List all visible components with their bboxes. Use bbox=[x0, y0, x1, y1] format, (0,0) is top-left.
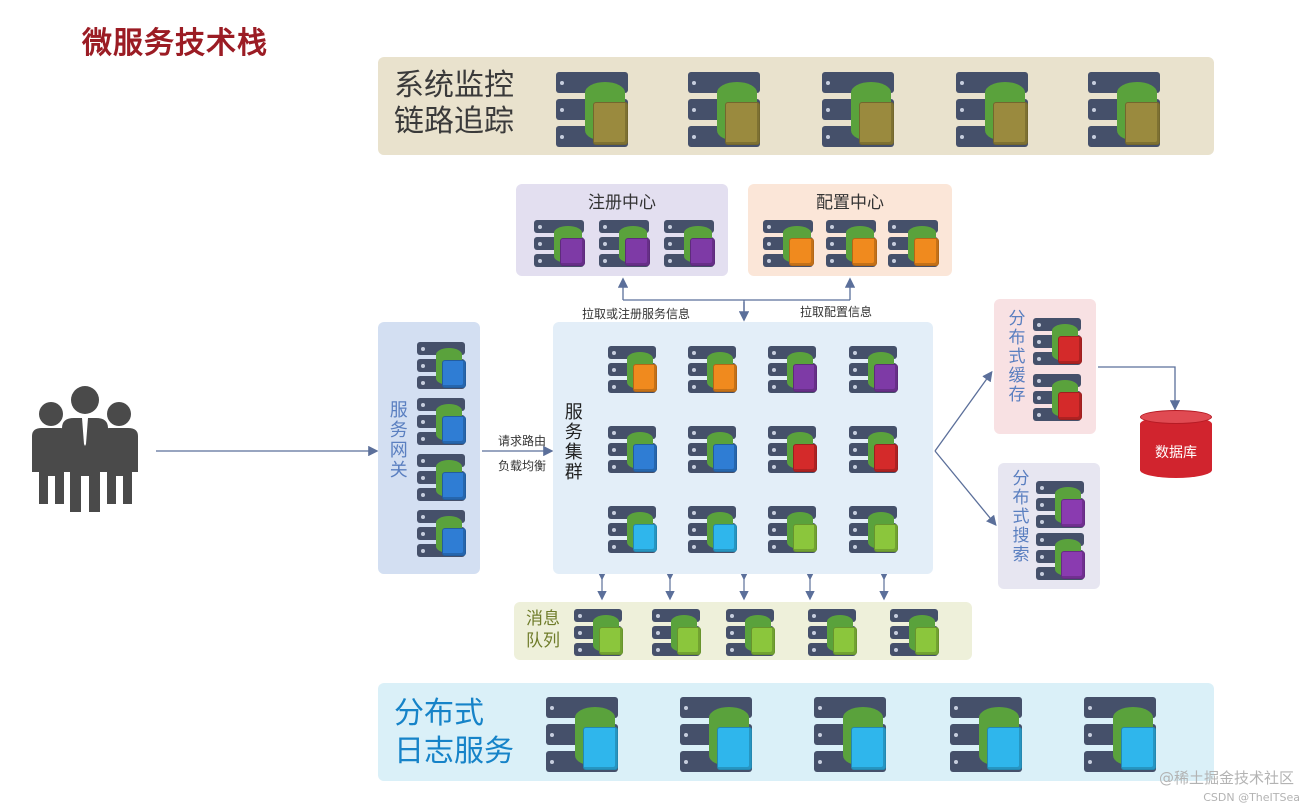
registry-server-icon bbox=[534, 220, 585, 267]
registry-server-icon bbox=[664, 220, 715, 267]
cache-title: 分布式缓存 bbox=[1004, 309, 1025, 404]
monitor-title-line2: 链路追踪 bbox=[394, 104, 514, 139]
log-server-icon bbox=[1084, 697, 1156, 772]
config-title: 配置中心 bbox=[816, 193, 884, 213]
monitoring-panel: 系统监控 链路追踪 bbox=[378, 57, 1214, 155]
cluster-server-icon bbox=[688, 426, 737, 473]
registry-title: 注册中心 bbox=[588, 193, 656, 213]
cluster-server-icon bbox=[768, 426, 817, 473]
config-server-icon bbox=[763, 220, 814, 267]
monitor-server-icon bbox=[556, 72, 628, 147]
route-label: 请求路由 bbox=[498, 434, 547, 448]
cluster-server-icon bbox=[688, 346, 737, 393]
load-balance-label: 负载均衡 bbox=[498, 459, 547, 473]
pull-config-label: 拉取配置信息 bbox=[800, 305, 873, 319]
log-title-line2: 日志服务 bbox=[394, 734, 514, 769]
cache-to-database-arrow bbox=[1098, 366, 1181, 411]
cache-server-icon bbox=[1033, 374, 1082, 421]
mq-server-icon bbox=[726, 609, 775, 656]
cluster-title: 服务集群 bbox=[561, 402, 583, 482]
cluster-to-registry-config-arrows bbox=[617, 277, 856, 322]
cluster-to-search-arrow bbox=[934, 450, 997, 527]
monitor-server-icon bbox=[1088, 72, 1160, 147]
cluster-server-icon bbox=[768, 346, 817, 393]
gateway-server-icon bbox=[417, 398, 466, 445]
cluster-server-icon bbox=[768, 506, 817, 553]
monitor-server-icon bbox=[688, 72, 760, 147]
page-title: 微服务技术栈 bbox=[82, 26, 268, 61]
gateway-server-icon bbox=[417, 454, 466, 501]
mq-server-icon bbox=[890, 609, 939, 656]
cluster-to-cache-arrow bbox=[934, 370, 993, 452]
users-icon bbox=[32, 386, 138, 512]
csdn-credit: CSDN @TheITSea bbox=[1203, 791, 1300, 804]
gateway-server-icon bbox=[417, 342, 466, 389]
mq-title: 消息队列 bbox=[526, 609, 560, 652]
monitor-server-icon bbox=[822, 72, 894, 147]
cache-server-icon bbox=[1033, 318, 1082, 365]
config-server-icon bbox=[888, 220, 939, 267]
gateway-server-icon bbox=[417, 510, 466, 557]
mq-server-icon bbox=[652, 609, 701, 656]
logging-panel: 分布式 日志服务 bbox=[378, 683, 1214, 781]
log-server-icon bbox=[814, 697, 886, 772]
cluster-server-icon bbox=[849, 426, 898, 473]
monitor-title-line1: 系统监控 bbox=[394, 68, 514, 103]
search-title: 分布式搜索 bbox=[1008, 469, 1029, 564]
config-server-icon bbox=[826, 220, 877, 267]
cluster-server-icon bbox=[608, 426, 657, 473]
log-title-line1: 分布式 bbox=[394, 696, 484, 731]
monitor-server-icon bbox=[956, 72, 1028, 147]
search-server-icon bbox=[1036, 481, 1085, 528]
cluster-server-icon bbox=[849, 346, 898, 393]
gateway-title: 服务网关 bbox=[386, 400, 408, 480]
cluster-server-icon bbox=[849, 506, 898, 553]
cluster-server-icon bbox=[608, 346, 657, 393]
watermark-text: @稀土掘金技术社区 bbox=[1158, 769, 1294, 787]
mq-server-icon bbox=[574, 609, 623, 656]
database-label: 数据库 bbox=[1155, 445, 1197, 461]
cluster-to-mq-arrows bbox=[597, 570, 889, 601]
log-server-icon bbox=[546, 697, 618, 772]
pull-register-label: 拉取或注册服务信息 bbox=[582, 307, 691, 321]
mq-server-icon bbox=[808, 609, 857, 656]
cluster-server-icon bbox=[608, 506, 657, 553]
log-server-icon bbox=[680, 697, 752, 772]
database-icon: 数据库 bbox=[1140, 410, 1212, 482]
search-server-icon bbox=[1036, 533, 1085, 580]
log-server-icon bbox=[950, 697, 1022, 772]
registry-server-icon bbox=[599, 220, 650, 267]
cluster-server-icon bbox=[688, 506, 737, 553]
